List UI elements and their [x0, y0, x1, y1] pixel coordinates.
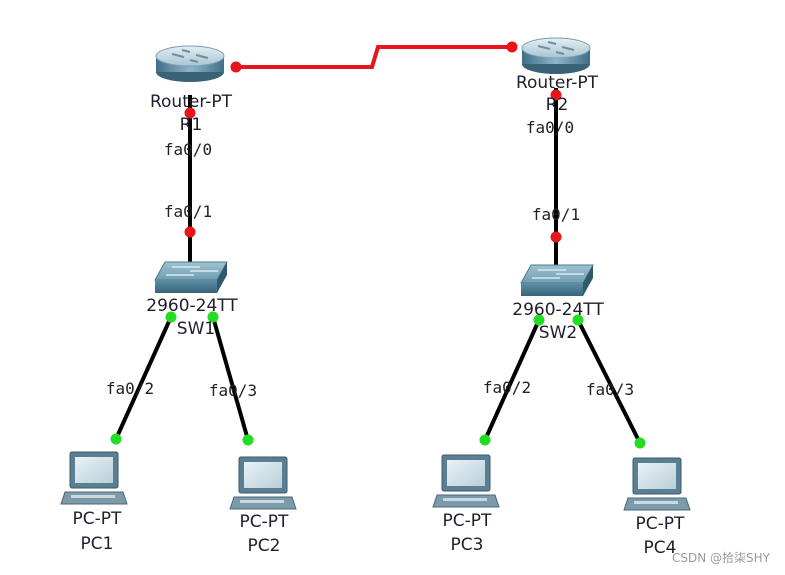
links: [114, 45, 642, 444]
pc2-name: PC2: [248, 536, 281, 556]
port-dot-r1-serial: [230, 61, 242, 73]
port-label-sw2-fa02: fa0/2: [483, 378, 531, 397]
router-r2-name: R2: [546, 95, 569, 115]
link-sw2-pc3[interactable]: [483, 319, 541, 441]
switch-arrows-icon: [532, 269, 584, 279]
link-sw1-pc1[interactable]: [114, 316, 173, 440]
pc-pc2[interactable]: [229, 456, 297, 510]
switch-sw1-model: 2960-24TT: [146, 296, 238, 316]
port-dot-r2-serial: [506, 41, 518, 53]
router-arrows-icon: [537, 41, 575, 55]
router-r1-name: R1: [180, 115, 203, 135]
pc-pc3[interactable]: [432, 454, 500, 508]
pc3-name: PC3: [451, 535, 484, 555]
link-sw1-pc2[interactable]: [211, 316, 250, 441]
router-r2[interactable]: [521, 37, 591, 74]
port-labels: fa0/0 fa0/1 fa0/2 fa0/3 fa0/0 fa0/1 fa0/…: [106, 118, 634, 400]
port-dot-pc1: [110, 433, 122, 445]
port-label-sw1-fa01: fa0/1: [164, 202, 212, 221]
port-dot-pc2: [242, 434, 254, 446]
port-label-sw2-fa01: fa0/1: [532, 205, 580, 224]
port-dot-r2-fa00: [550, 89, 562, 101]
port-indicators: [110, 41, 646, 449]
port-dot-sw2-fa03: [572, 314, 584, 326]
serial-link-r1-r2[interactable]: [236, 45, 512, 69]
port-dot-sw1-fa03: [207, 311, 219, 323]
port-label-r1-fa00: fa0/0: [164, 140, 212, 159]
port-dot-r1-fa00: [184, 107, 196, 119]
port-dot-sw2-fa02: [533, 314, 545, 326]
pc-pc4[interactable]: [623, 457, 691, 511]
port-dot-pc3: [479, 434, 491, 446]
switch-sw2-model: 2960-24TT: [512, 300, 604, 320]
pc-pc1[interactable]: [60, 451, 128, 505]
switch-sw1-name: SW1: [177, 319, 215, 339]
port-dot-sw1-fa01: [184, 226, 196, 238]
port-label-sw1-fa03: fa0/3: [209, 381, 257, 400]
link-sw2-pc4[interactable]: [576, 319, 642, 444]
router-r1[interactable]: [155, 45, 225, 82]
pc1-name: PC1: [81, 534, 114, 554]
watermark: CSDN @拾柒SHY: [672, 550, 771, 565]
switch-sw1[interactable]: [154, 261, 228, 293]
switch-sw2-name: SW2: [539, 323, 577, 343]
port-label-r2-fa00: fa0/0: [526, 118, 574, 137]
router-r1-model: Router-PT: [150, 92, 233, 112]
port-dot-sw1-fa02: [165, 311, 177, 323]
port-label-sw1-fa02: fa0/2: [106, 379, 154, 398]
port-label-sw2-fa03: fa0/3: [586, 380, 634, 399]
pc4-model: PC-PT: [636, 514, 686, 534]
device-labels: Router-PT R1 Router-PT R2 2960-24TT SW1 …: [73, 73, 686, 558]
port-dot-pc4: [634, 437, 646, 449]
pc3-model: PC-PT: [443, 511, 493, 531]
router-arrows-icon: [171, 49, 209, 63]
router-r2-model: Router-PT: [516, 73, 599, 93]
pc1-model: PC-PT: [73, 509, 123, 529]
port-dot-sw2-fa01: [550, 231, 562, 243]
pc2-model: PC-PT: [240, 512, 290, 532]
switch-arrows-icon: [166, 266, 218, 276]
pc4-name: PC4: [644, 538, 677, 558]
switch-sw2[interactable]: [520, 264, 594, 296]
